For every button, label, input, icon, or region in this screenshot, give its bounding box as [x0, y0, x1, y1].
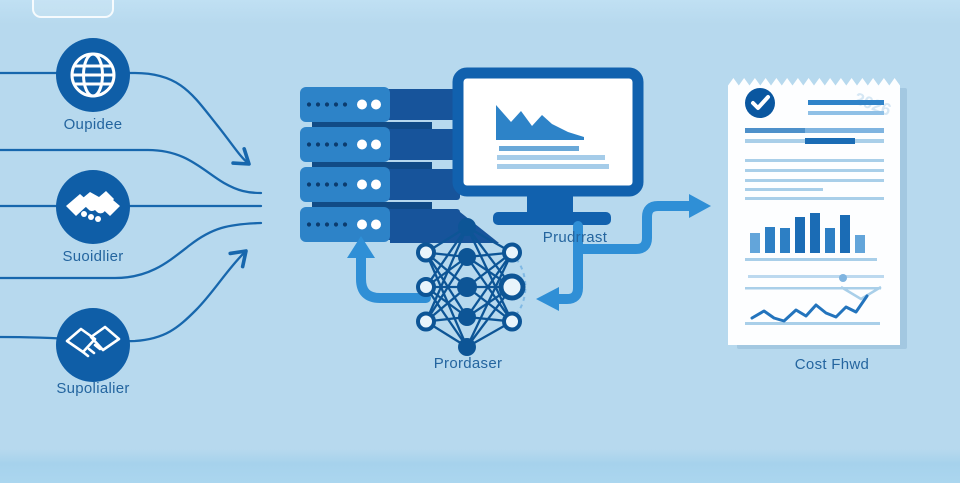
screen-text-line — [497, 155, 605, 160]
document-bar-chart — [750, 213, 865, 253]
handshake-outline-icon — [65, 325, 121, 358]
flow-line — [0, 71, 251, 166]
source-globe — [56, 38, 130, 112]
arrow-to-network — [536, 221, 583, 311]
screen-text-line — [499, 146, 579, 151]
network-label: Prordaser — [433, 355, 503, 372]
neural-network-icon — [416, 218, 527, 356]
source-label-handshake: Suoidlier — [62, 248, 124, 265]
trend-check-mark — [840, 285, 882, 301]
globe-icon — [70, 52, 116, 98]
document-trend-line — [750, 294, 869, 323]
checkmark-icon — [745, 88, 775, 118]
corner-badge — [32, 0, 114, 18]
neural-network — [416, 218, 526, 356]
source-label-outline: Supolialier — [56, 380, 130, 397]
arrow-to-document — [573, 194, 711, 254]
monitor-chart-icon — [452, 67, 644, 225]
flow-line — [0, 148, 263, 195]
source-label-globe: Oupidee — [63, 116, 123, 133]
monitor-base — [493, 212, 611, 225]
source-handshake-outline — [56, 308, 130, 382]
monitor-label: Prudrrast — [542, 229, 608, 246]
screen-area-chart — [496, 105, 584, 140]
arrow-feedback-up — [347, 236, 431, 303]
flow-line — [0, 221, 263, 280]
server-stack-icon — [300, 87, 499, 243]
trend-dot — [839, 274, 847, 282]
document-label: Cost Fhwd — [794, 356, 870, 373]
document-text-lines — [745, 100, 884, 325]
handshake-icon — [66, 191, 120, 222]
document-body — [728, 78, 900, 345]
report-document: 2026 — [728, 78, 907, 349]
source-handshake — [56, 170, 130, 244]
flow-lines — [0, 71, 263, 343]
screen-text-line — [497, 164, 609, 169]
